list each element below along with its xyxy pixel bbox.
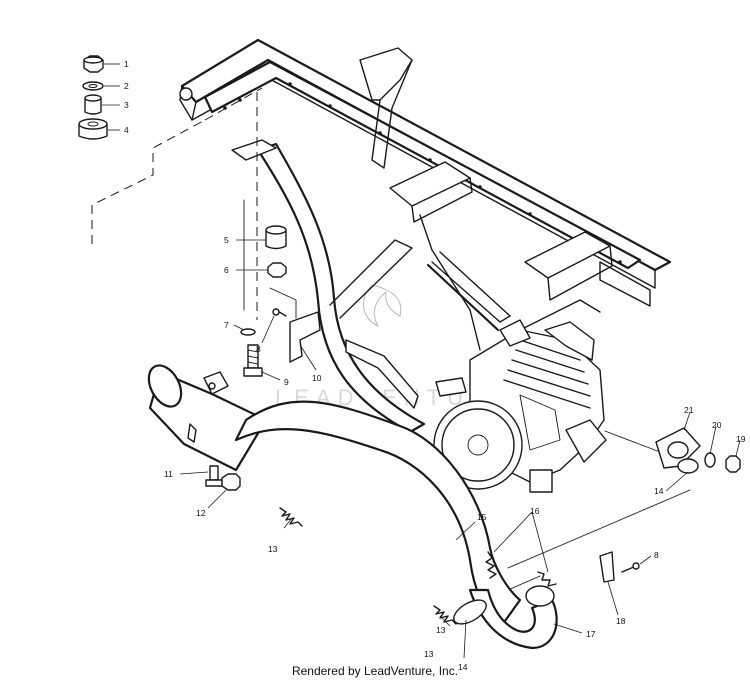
callout-9: 9	[284, 377, 289, 387]
callout-8: 8	[256, 344, 261, 354]
frame	[179, 38, 672, 434]
assembly-guide-lines	[91, 87, 691, 591]
callout-19: 19	[736, 434, 746, 444]
callout-4: 4	[124, 125, 129, 135]
spring-16-icon	[485, 551, 497, 579]
mount-stack	[78, 55, 108, 140]
callout-3: 3	[124, 100, 129, 110]
callout-8b: 8	[654, 550, 659, 560]
callout-11: 11	[164, 469, 173, 479]
callout-15: 15	[477, 512, 487, 522]
nut-19-icon	[725, 455, 741, 473]
watermark-logo-icon	[363, 284, 402, 327]
callout-12: 12	[196, 508, 206, 518]
callout-13c: 13	[424, 649, 434, 659]
callout-20: 20	[712, 420, 722, 430]
callout-13b: 13	[436, 625, 446, 635]
bolt-11-icon	[209, 465, 219, 481]
nut-12-icon	[221, 473, 241, 491]
spring-13b-icon	[433, 605, 457, 625]
mount-hardware	[240, 225, 321, 377]
callout-18: 18	[616, 616, 626, 626]
callout-6: 6	[224, 265, 229, 275]
spring-13-icon	[279, 507, 303, 527]
callout-13: 13	[268, 544, 278, 554]
callouts: 1 2 3 4 5 6 7 8 9 10 11 12 13 13 13 14 1…	[124, 59, 746, 672]
callout-7: 7	[224, 320, 229, 330]
washer-2-icon	[82, 81, 104, 91]
spring-16b-icon	[537, 571, 557, 587]
callout-21: 21	[684, 405, 694, 415]
nut-6-icon	[267, 262, 287, 278]
muffler	[147, 364, 558, 650]
gasket-14-icon	[677, 458, 699, 474]
washer-20-icon	[704, 452, 716, 468]
callout-2: 2	[124, 81, 129, 91]
footer-credit: Rendered by LeadVenture, Inc.	[291, 664, 459, 678]
bumper-5-icon	[265, 229, 287, 250]
callout-5: 5	[224, 235, 229, 245]
callout-14b: 14	[654, 486, 664, 496]
callout-16: 16	[530, 506, 540, 516]
bracket-10-icon	[289, 311, 321, 363]
callout-14: 14	[458, 662, 468, 672]
clip-18-icon	[599, 551, 615, 583]
callout-17: 17	[586, 629, 596, 639]
callout-10: 10	[312, 373, 322, 383]
callout-1: 1	[124, 59, 129, 69]
callout-leaders	[102, 63, 741, 659]
exhaust-hardware	[205, 427, 741, 625]
washer-7-icon	[240, 328, 256, 336]
engine	[433, 319, 607, 493]
